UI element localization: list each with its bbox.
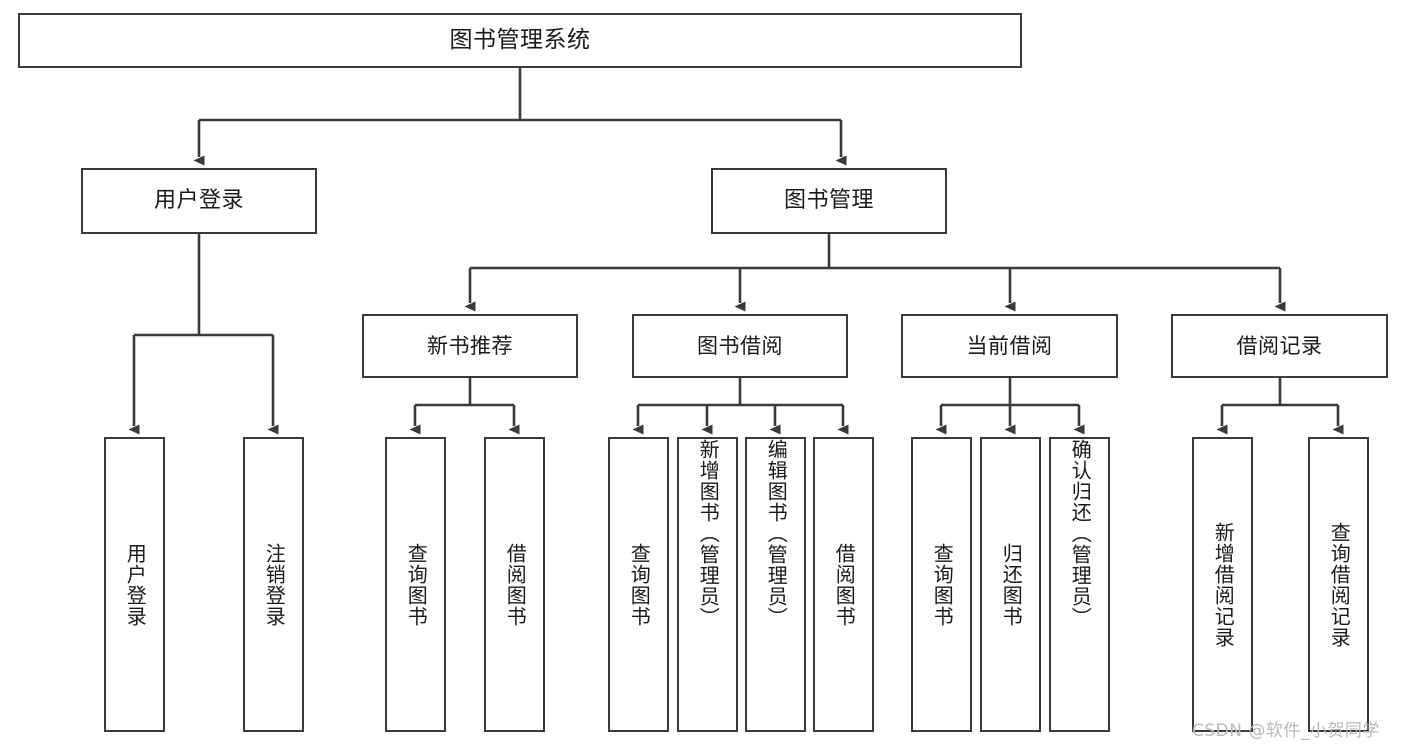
node-label: 图书借阅 (697, 333, 783, 358)
node-label: 当前借阅 (966, 333, 1053, 358)
leaf-user-login-logout[interactable]: 注销登录 (243, 437, 304, 732)
leaf-new-book-query[interactable]: 查询图书 (385, 437, 446, 732)
node-label: 新增借阅记录 (1211, 521, 1236, 648)
node-label: 图书管理系统 (449, 26, 591, 53)
node-book-management-system[interactable]: 图书管理系统 (18, 13, 1022, 68)
leaf-current-borrow-return[interactable]: 归还图书 (980, 437, 1041, 732)
node-new-book-recommend[interactable]: 新书推荐 (362, 314, 578, 378)
node-label: 用户登录 (123, 542, 148, 627)
node-label: 新增图书（管理员） (696, 439, 721, 628)
node-user-login[interactable]: 用户登录 (81, 168, 317, 234)
leaf-current-borrow-query[interactable]: 查询图书 (911, 437, 972, 732)
node-label: 图书管理 (783, 188, 874, 214)
leaf-book-borrow-query[interactable]: 查询图书 (608, 437, 669, 732)
node-label: 归还图书 (999, 542, 1024, 627)
leaf-new-book-borrow[interactable]: 借阅图书 (484, 437, 545, 732)
node-label: 查询图书 (404, 542, 429, 627)
leaf-user-login-login[interactable]: 用户登录 (104, 437, 165, 732)
leaf-current-borrow-confirm-return[interactable]: 确认归还（管理员） (1049, 437, 1110, 732)
node-label: 借阅记录 (1236, 333, 1323, 358)
node-borrow-record[interactable]: 借阅记录 (1171, 314, 1388, 378)
node-label: 编辑图书（管理员） (764, 439, 789, 628)
leaf-borrow-record-add[interactable]: 新增借阅记录 (1192, 437, 1253, 732)
leaf-book-borrow-add[interactable]: 新增图书（管理员） (677, 437, 738, 732)
node-label: 查询图书 (930, 542, 955, 627)
node-label: 借阅图书 (503, 542, 528, 627)
node-label: 查询借阅记录 (1327, 521, 1352, 648)
leaf-borrow-record-query[interactable]: 查询借阅记录 (1308, 437, 1369, 732)
node-label: 新书推荐 (427, 333, 513, 358)
leaf-book-borrow-edit[interactable]: 编辑图书（管理员） (745, 437, 806, 732)
node-label: 用户登录 (153, 188, 244, 214)
leaf-book-borrow-borrow[interactable]: 借阅图书 (813, 437, 874, 732)
node-label: 查询图书 (627, 542, 652, 627)
node-label: 借阅图书 (832, 542, 857, 627)
node-label: 注销登录 (262, 542, 287, 627)
node-book-borrow[interactable]: 图书借阅 (632, 314, 848, 378)
node-label: 确认归还（管理员） (1068, 439, 1093, 628)
node-current-borrow[interactable]: 当前借阅 (901, 314, 1118, 378)
node-book-management[interactable]: 图书管理 (711, 168, 947, 234)
csdn-watermark: CSDN @软件_小贺同学 (1192, 721, 1380, 741)
